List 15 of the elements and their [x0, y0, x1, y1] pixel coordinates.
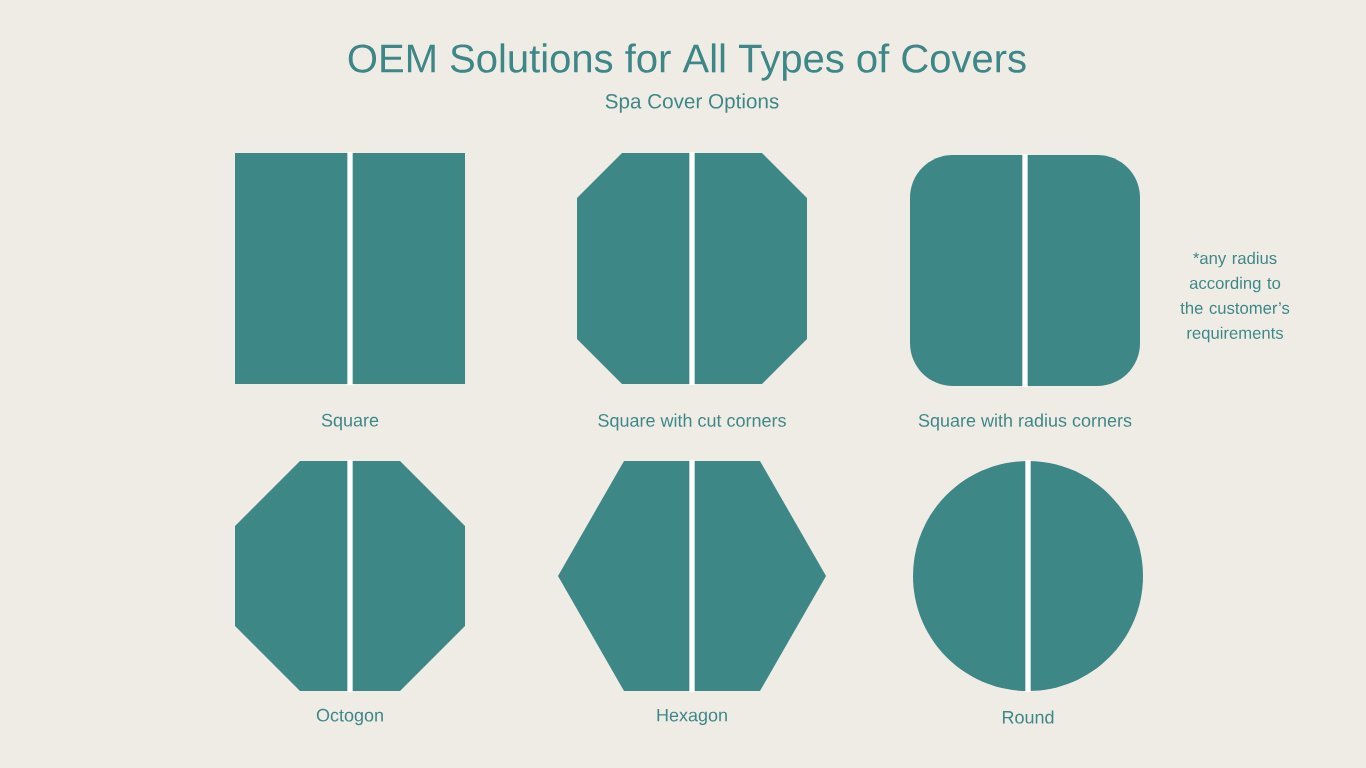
cover-shape — [235, 152, 465, 385]
shape-caption: Square — [321, 413, 379, 431]
cover-shape — [913, 460, 1143, 692]
shape-caption: Hexagon — [657, 708, 727, 726]
shape-caption: Octogon — [316, 708, 383, 726]
note: *any radius according to the customer’s requirements — [1180, 251, 1290, 343]
title: OEM Solutions for All Types of Covers — [348, 43, 1026, 81]
cover-shape — [577, 152, 807, 385]
cover-shape — [235, 460, 465, 692]
shape-caption: Square with radius corners — [918, 413, 1132, 431]
shape-caption: Round — [1003, 710, 1054, 724]
shape-caption: Square with cut corners — [598, 413, 786, 431]
subtitle: Spa Cover Options — [605, 93, 779, 113]
cover-shape — [910, 154, 1140, 387]
cover-shape — [558, 460, 826, 692]
